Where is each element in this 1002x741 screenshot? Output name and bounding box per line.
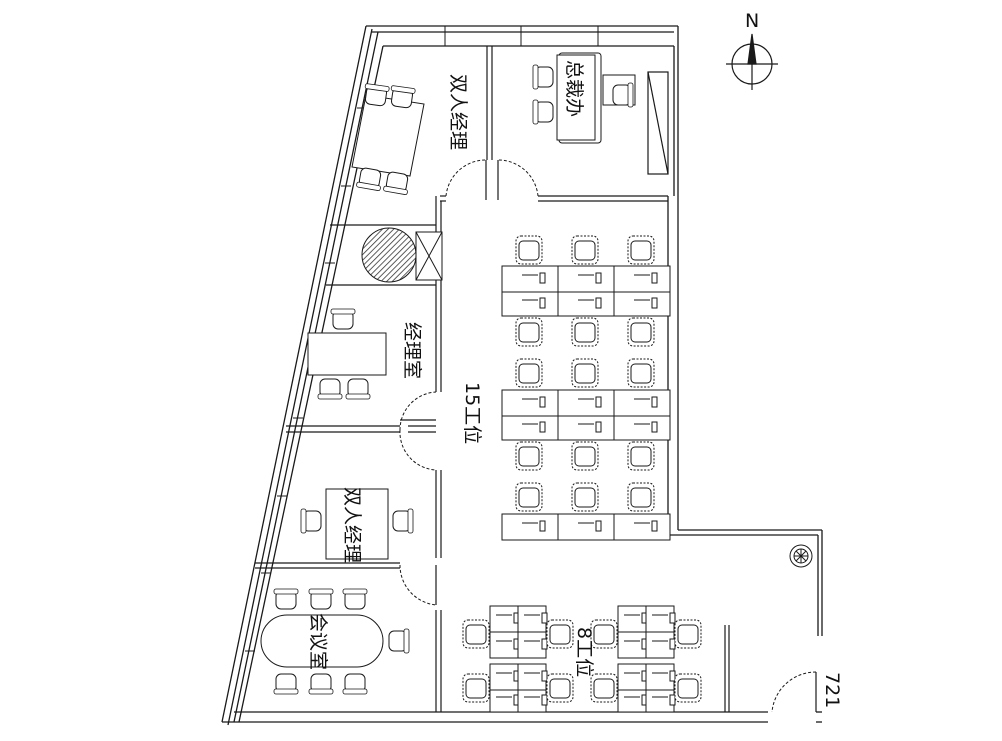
desk-drawer	[651, 297, 658, 309]
workstation-desk	[501, 389, 559, 417]
desk-drawer	[539, 272, 546, 284]
door-leaves	[400, 160, 817, 712]
workstation-desk	[645, 663, 675, 691]
meeting-room-furniture	[260, 588, 410, 695]
workstation-desk	[517, 631, 547, 659]
double-manager-top-label: 双人经理	[447, 74, 469, 150]
workstation-chair	[546, 673, 574, 703]
workstation-chair	[627, 317, 655, 347]
desk-drawer	[541, 670, 548, 682]
storage-column	[361, 227, 443, 283]
workstation-chair	[515, 482, 543, 512]
workstation-desk	[557, 291, 615, 317]
desk-drawer	[651, 272, 658, 284]
desk-drawer	[541, 694, 548, 706]
desk-drawer	[541, 638, 548, 650]
desk-drawer	[539, 421, 546, 433]
desk-drawer	[651, 421, 658, 433]
workstation-chair	[627, 441, 655, 471]
workstation-chair	[515, 317, 543, 347]
desk-drawer	[651, 520, 658, 532]
manager-room-furniture	[307, 308, 387, 400]
double-manager-bottom-furniture	[300, 488, 414, 560]
workstation-chair	[571, 235, 599, 265]
interior-partitions	[255, 46, 730, 712]
workstation-cluster-8	[462, 605, 702, 713]
workstation-desk	[645, 605, 675, 633]
workstation-chair	[571, 482, 599, 512]
unit-number-label: 721	[821, 672, 843, 708]
desk-drawer	[595, 272, 602, 284]
workstation-chair	[571, 358, 599, 388]
workstation-desk	[557, 389, 615, 417]
desk-drawer	[669, 612, 676, 624]
workstation-chair	[515, 441, 543, 471]
workstation-chair	[515, 235, 543, 265]
desk-drawer	[541, 612, 548, 624]
desk-drawer	[595, 396, 602, 408]
exterior-walls	[221, 25, 823, 726]
desk-drawer	[539, 396, 546, 408]
workstation-chair	[571, 441, 599, 471]
workstation-desk	[557, 513, 615, 541]
workstation-desk	[613, 389, 671, 417]
president-office-label-box	[556, 54, 596, 141]
workstation-desk	[501, 265, 559, 293]
north-label: N	[745, 10, 759, 32]
workstation-chair	[462, 619, 490, 649]
workstation-chair	[627, 235, 655, 265]
workstation-desk	[517, 663, 547, 691]
workstation-desk	[501, 513, 559, 541]
manager-room-label: 经理室	[401, 322, 423, 379]
workstation-desk	[501, 291, 559, 317]
workstation-chair	[515, 358, 543, 388]
workstation-desk	[617, 631, 647, 659]
desk-drawer	[669, 694, 676, 706]
workstation-chair	[571, 317, 599, 347]
workstation-chair	[462, 673, 490, 703]
workstation-desk	[645, 631, 675, 659]
double-manager-bottom-label: 双人经理	[341, 487, 363, 563]
desk-drawer	[595, 520, 602, 532]
double-manager-top-furniture	[351, 82, 425, 196]
workstation-desk	[557, 265, 615, 293]
desk-drawer	[539, 297, 546, 309]
workstation-desk	[613, 265, 671, 293]
workstation-desk	[557, 415, 615, 441]
workstation-chair	[674, 619, 702, 649]
workstations-15-label: 15工位	[461, 382, 483, 444]
workstation-cluster-15	[501, 235, 671, 541]
desk-drawer	[651, 396, 658, 408]
workstation-desk	[613, 513, 671, 541]
workstation-chair	[546, 619, 574, 649]
workstation-chair	[627, 358, 655, 388]
desk-drawer	[539, 520, 546, 532]
workstation-chair	[590, 673, 618, 703]
potted-plant-icon	[789, 544, 813, 568]
workstation-chair	[674, 673, 702, 703]
desk-drawer	[669, 638, 676, 650]
door-swings	[399, 159, 817, 713]
workstation-chair	[627, 482, 655, 512]
desk-drawer	[595, 421, 602, 433]
north-arrow-icon	[726, 33, 778, 90]
meeting-room-label: 会议室	[307, 613, 329, 670]
workstation-desk	[613, 415, 671, 441]
desk-drawer	[669, 670, 676, 682]
workstations-8-label: 8工位	[573, 627, 595, 677]
workstation-desk	[613, 291, 671, 317]
president-office-label: 总裁办	[563, 60, 585, 117]
workstation-desk	[501, 415, 559, 441]
desk-drawer	[595, 297, 602, 309]
